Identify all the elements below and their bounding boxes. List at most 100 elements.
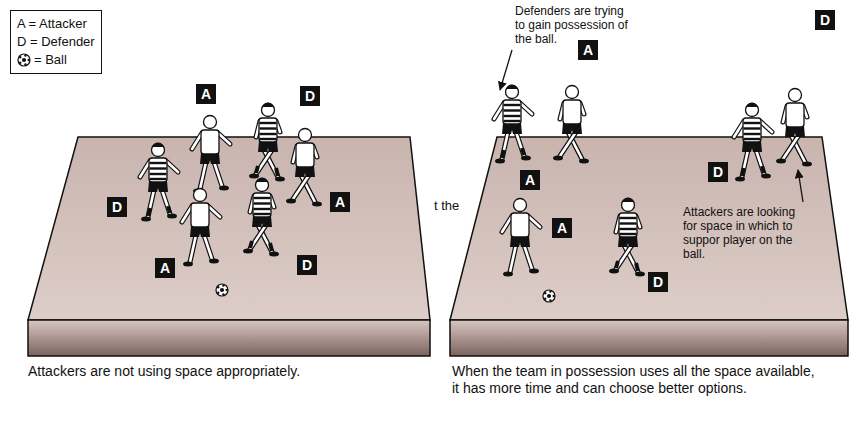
limb-outline — [516, 132, 524, 156]
limb — [214, 162, 222, 186]
attacker-figure — [182, 189, 220, 267]
ball-patch — [217, 286, 219, 288]
limb — [760, 121, 772, 132]
boot — [503, 272, 513, 277]
shirt-stripe — [260, 127, 277, 129]
hair — [152, 143, 165, 150]
limb-outline — [256, 150, 272, 174]
attacker-figure — [192, 116, 230, 194]
limb — [510, 245, 516, 272]
legend-entry: D = Defender — [17, 33, 95, 51]
attacker-figure — [776, 89, 812, 167]
sock — [742, 168, 744, 176]
shirt-stripe — [260, 133, 277, 135]
shirt-stripe — [620, 217, 637, 219]
player-tag: A — [520, 170, 540, 190]
shirt — [191, 203, 209, 227]
limb-outline — [148, 190, 154, 217]
leader-arrow — [500, 50, 512, 90]
boot — [243, 249, 253, 254]
shirt-stripe — [620, 228, 637, 230]
limb — [742, 150, 748, 177]
players — [140, 85, 812, 303]
leader-arrow — [798, 170, 803, 202]
shirt-stripe — [744, 122, 761, 124]
limb-outline — [528, 216, 540, 227]
head — [514, 199, 527, 212]
legend-text: = Ball — [34, 51, 67, 69]
limb — [204, 235, 212, 259]
hair — [622, 198, 635, 205]
shirt-stripe — [504, 120, 521, 122]
pitch-surface — [450, 137, 848, 320]
shirt — [201, 130, 219, 154]
player-tag: D — [815, 10, 835, 30]
shirt-stripe — [504, 104, 521, 106]
shirt — [619, 213, 637, 237]
tag-letter: D — [302, 258, 312, 272]
ball-patch — [222, 284, 224, 286]
shirt — [253, 193, 271, 217]
limb — [250, 225, 266, 249]
boot — [209, 259, 219, 264]
ball-patch — [222, 293, 224, 295]
ball-patch — [217, 292, 219, 294]
shirt — [563, 100, 581, 124]
shirt — [786, 103, 804, 127]
ball-patch — [22, 58, 26, 62]
defender-figure — [243, 178, 279, 257]
limb-outline — [162, 190, 170, 214]
shirt-stripe — [744, 133, 761, 135]
boot — [269, 252, 279, 257]
shirt-stripe — [150, 167, 167, 169]
ball-outline — [543, 290, 555, 302]
head — [506, 86, 519, 99]
boot — [609, 269, 619, 274]
head — [566, 86, 579, 99]
boot — [495, 159, 505, 164]
limb — [516, 132, 524, 156]
head — [746, 104, 759, 117]
attacker-figure — [502, 199, 540, 277]
limb — [502, 132, 508, 159]
head — [194, 189, 207, 202]
boot — [761, 174, 771, 179]
limb — [190, 235, 196, 262]
boot — [219, 186, 229, 191]
head — [152, 144, 165, 157]
legend-entry: = Ball — [17, 51, 95, 69]
shirt-stripe — [620, 233, 637, 235]
boot — [802, 162, 812, 167]
limb-outline — [783, 135, 799, 159]
limb-outline — [510, 245, 516, 272]
shorts — [502, 123, 522, 134]
tag-letter: D — [713, 165, 723, 179]
limb-outline — [520, 103, 532, 114]
limb — [756, 150, 764, 174]
sock — [636, 263, 638, 271]
stray-text: t the — [434, 198, 459, 213]
shirt-stripe — [254, 197, 271, 199]
tag-letter: D — [653, 275, 663, 289]
head — [262, 104, 275, 117]
shirt-stripe — [150, 162, 167, 164]
boot — [141, 217, 151, 222]
player-tag: A — [330, 192, 350, 212]
limb-outline — [214, 162, 222, 186]
ball — [216, 284, 228, 296]
player-tag: D — [708, 162, 728, 182]
limb — [148, 190, 154, 217]
limb-outline — [204, 235, 212, 259]
ball-patch — [27, 59, 29, 61]
ball — [543, 290, 555, 302]
ball-patch — [547, 294, 551, 298]
limb — [200, 162, 206, 189]
pitch-edge — [450, 320, 848, 356]
limb-outline — [560, 132, 576, 156]
attacker-figure — [286, 129, 322, 207]
sock — [270, 243, 272, 251]
limb-outline — [250, 225, 266, 249]
caption: Attackers are not using space appropriat… — [28, 363, 300, 380]
boot — [529, 269, 539, 274]
